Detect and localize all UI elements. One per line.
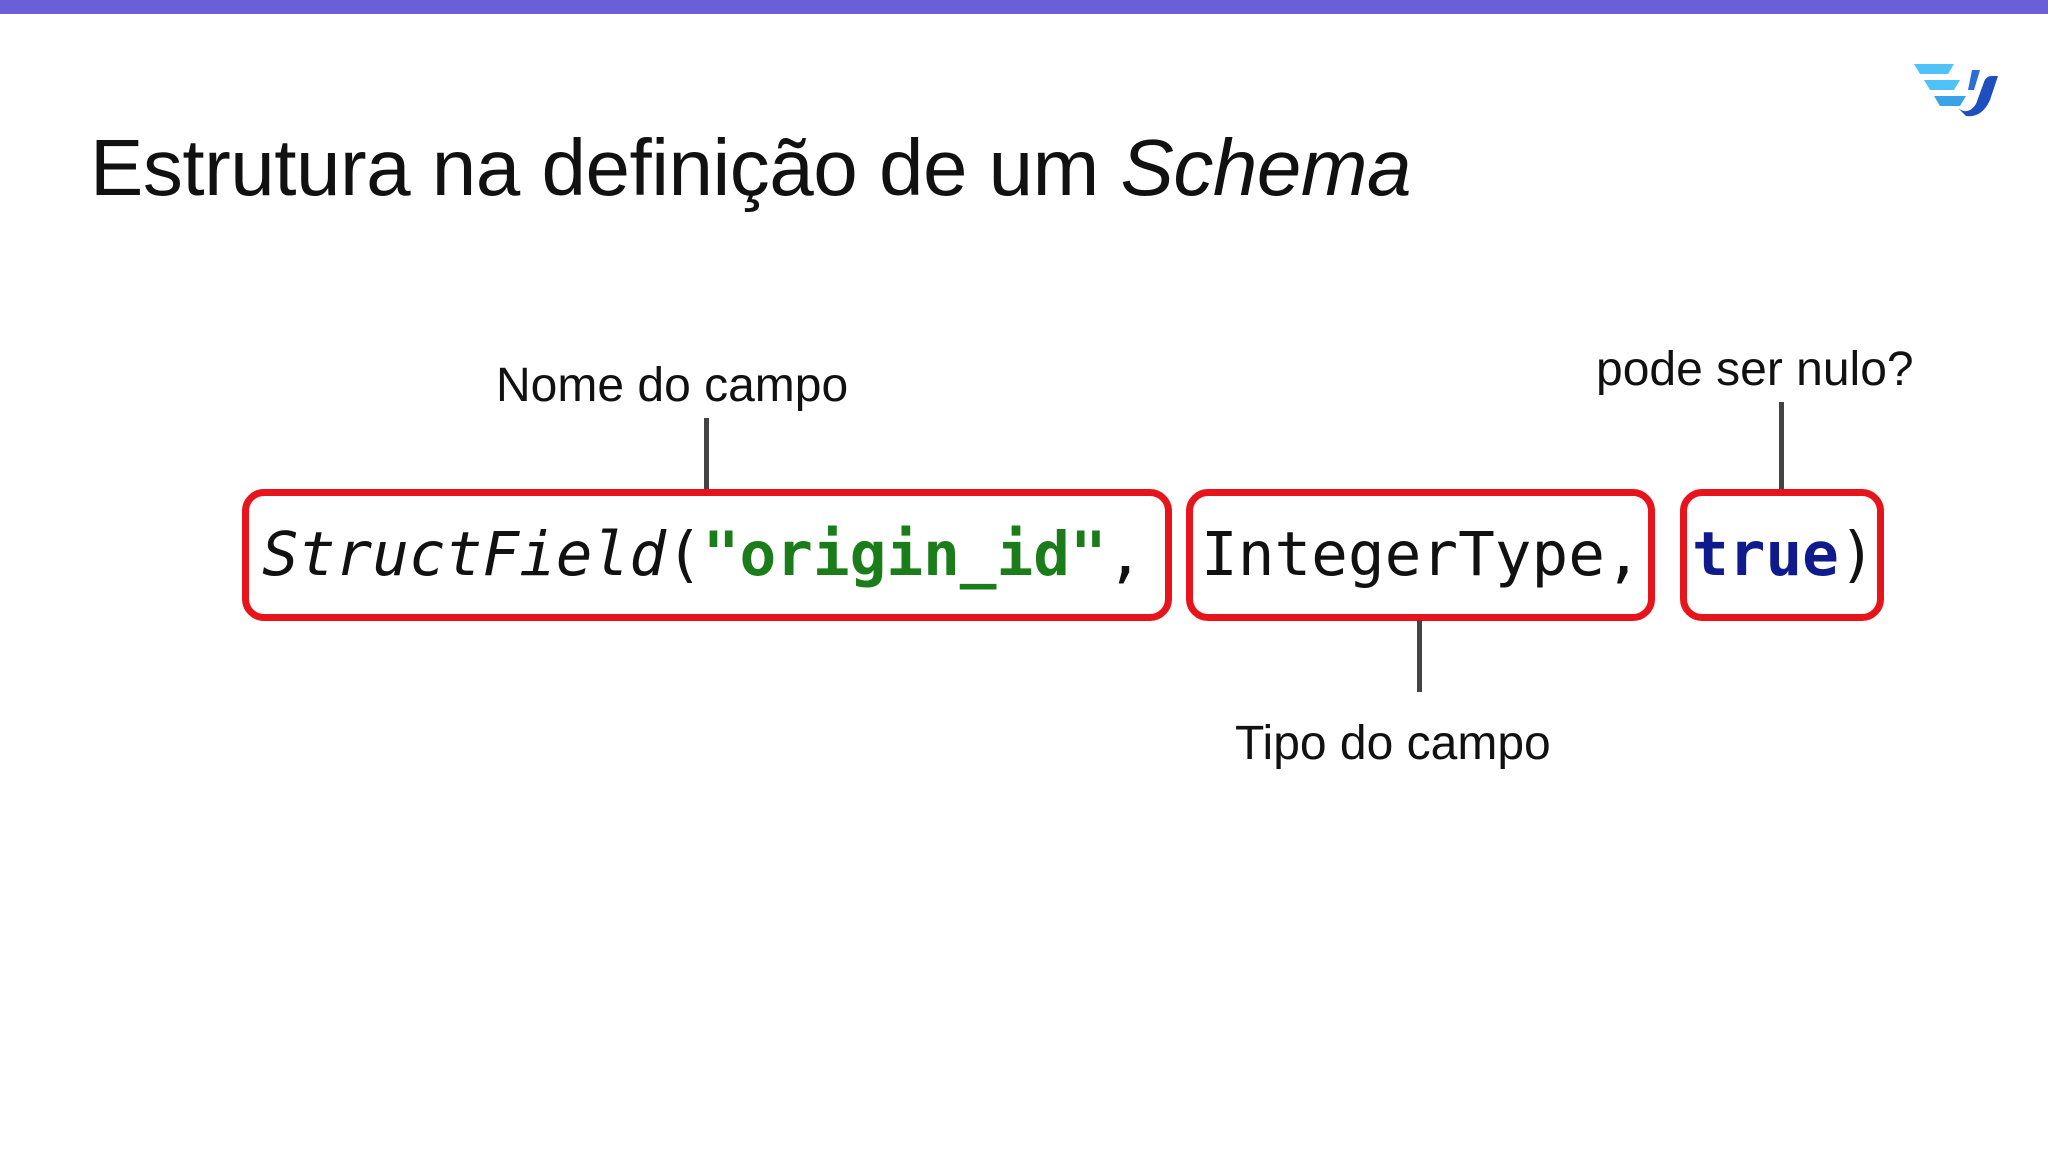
code-function-name: StructField: [262, 519, 666, 590]
field-type-connector: [1417, 620, 1422, 692]
field-name-label: Nome do campo: [496, 359, 849, 412]
field-name-connector: [704, 418, 709, 490]
code-line: StructField("origin_id",: [262, 516, 1143, 594]
code-bool-value: true: [1692, 519, 1839, 590]
brand-logo-icon: [1914, 64, 1998, 117]
code-open-paren: (: [665, 519, 703, 590]
code-type: IntegerType,: [1201, 516, 1642, 594]
code-field-string: "origin_id": [702, 519, 1107, 590]
nullable-connector: [1779, 402, 1784, 490]
slide-title-main: Estrutura na definição de um: [90, 123, 1121, 212]
code-comma-2: ,: [1604, 519, 1642, 590]
field-type-label: Tipo do campo: [1235, 717, 1551, 770]
code-type-name: IntegerType: [1201, 519, 1605, 590]
code-close-paren: ): [1838, 519, 1876, 590]
code-comma-1: ,: [1106, 519, 1144, 590]
slide-title: Estrutura na definição de um Schema: [90, 118, 1412, 218]
field-type-box: [1186, 489, 1655, 621]
nullable-label: pode ser nulo?: [1596, 343, 1914, 396]
slide-title-emphasis: Schema: [1120, 123, 1412, 212]
code-nullable: true): [1692, 516, 1876, 594]
top-accent-bar: [0, 0, 2048, 14]
nullable-box: [1680, 489, 1884, 621]
field-name-box: [242, 489, 1172, 621]
